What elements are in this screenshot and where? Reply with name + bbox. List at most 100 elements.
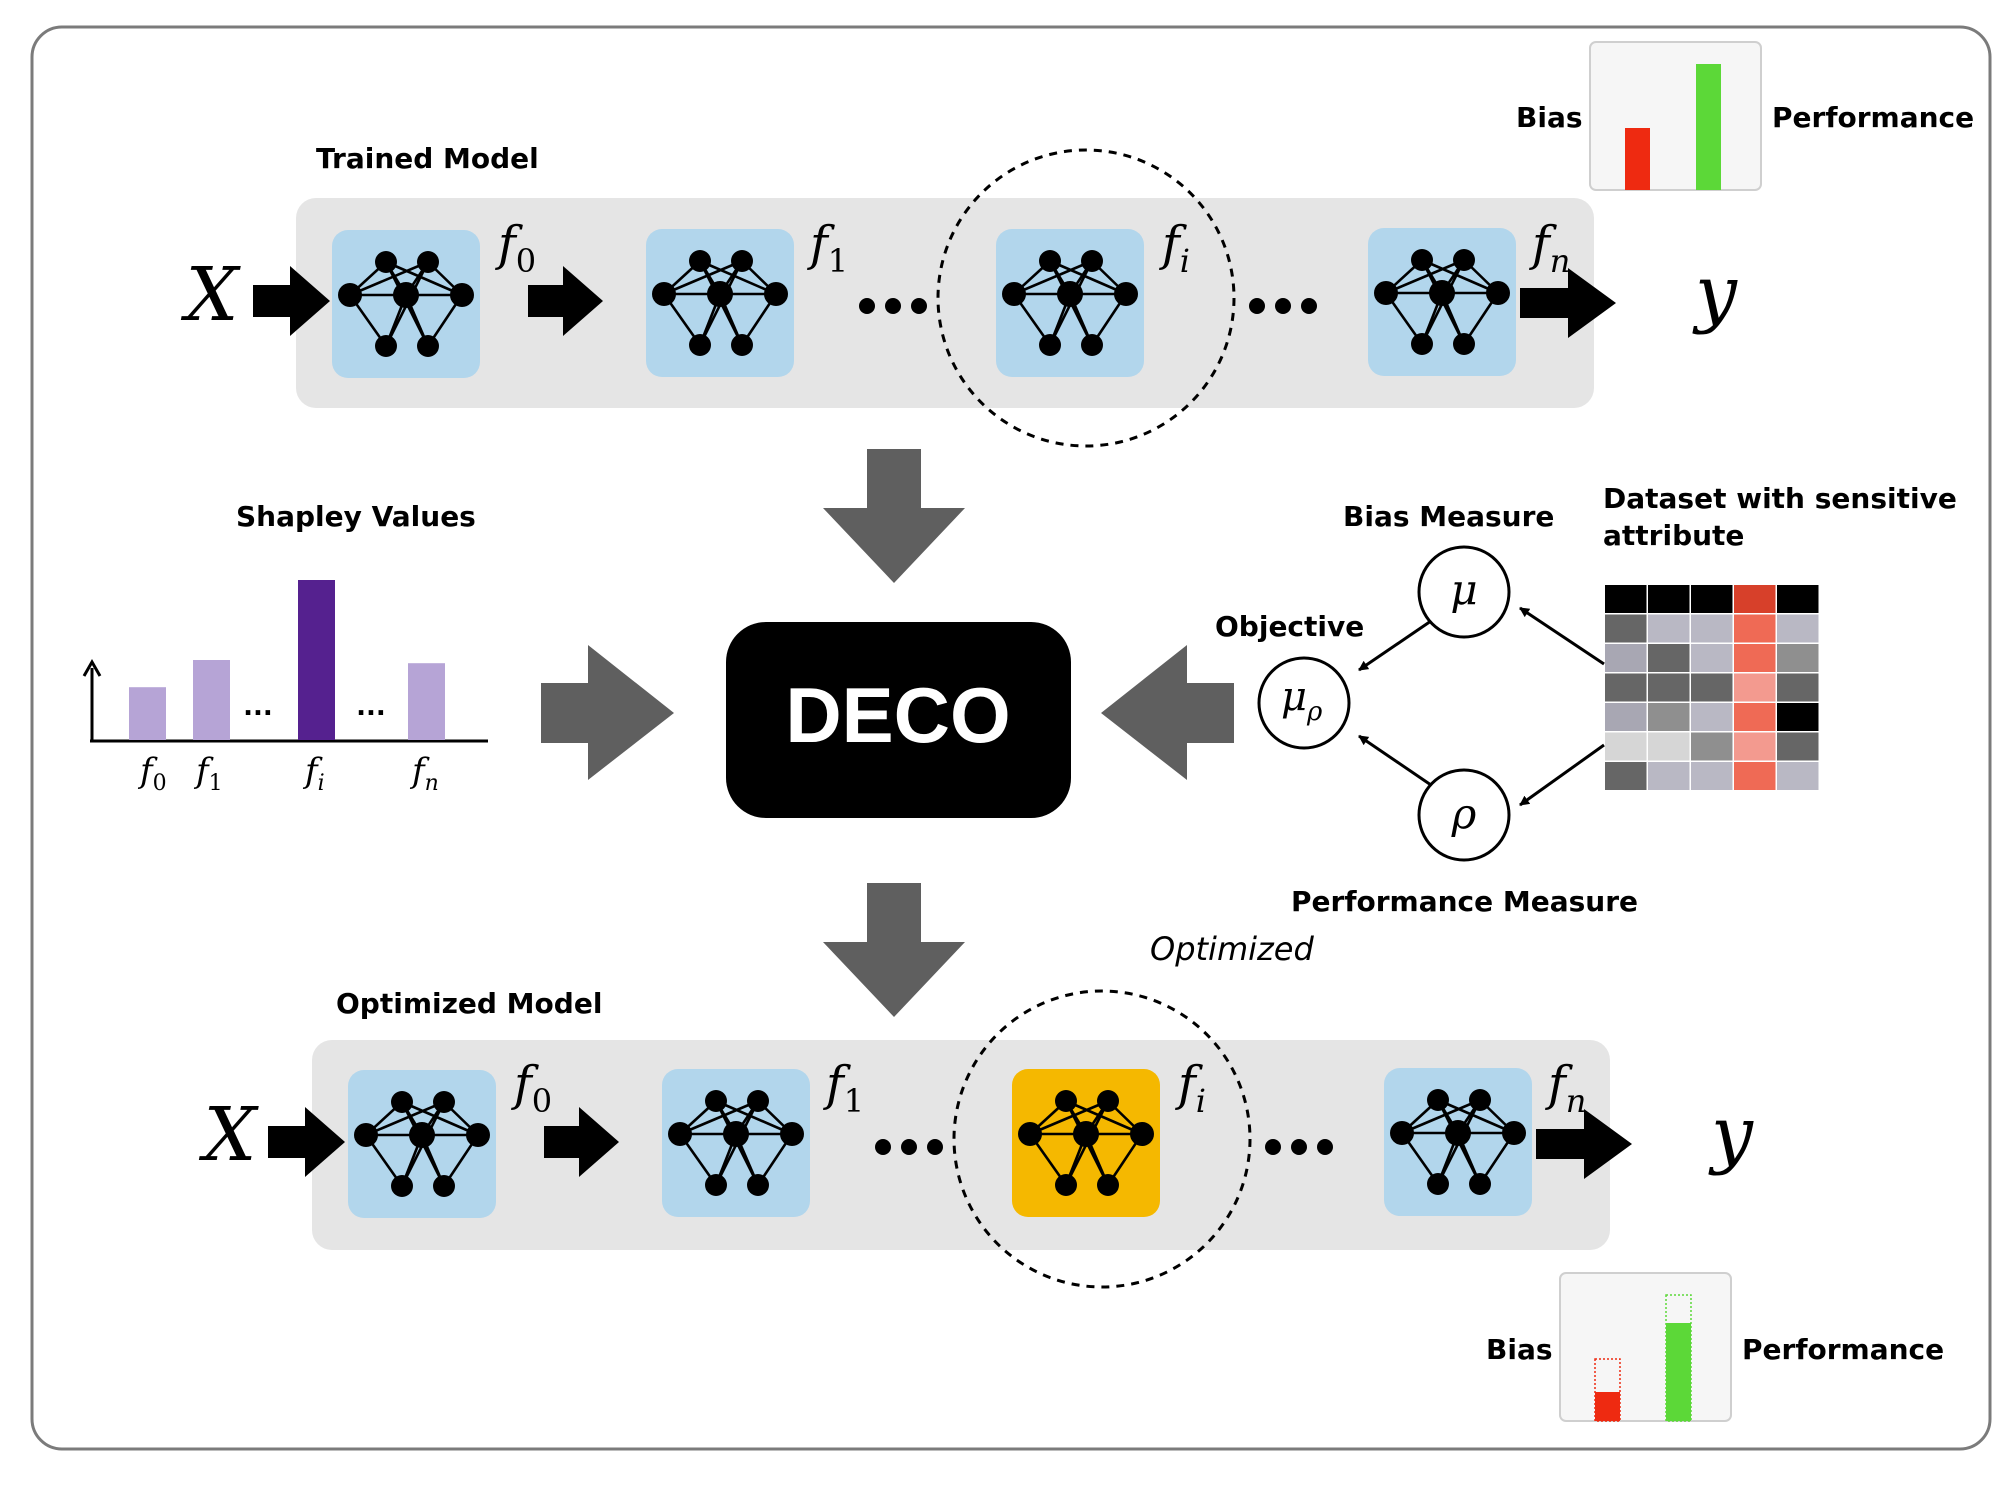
optimized-module-i xyxy=(1012,1069,1160,1217)
trained-module-1 xyxy=(646,229,794,377)
left-arrow-objective xyxy=(1101,645,1234,780)
dataset-cell xyxy=(1777,762,1819,790)
dataset-cell xyxy=(1777,585,1819,613)
dataset-cell xyxy=(1648,703,1690,731)
optimized-ellipsis-2 xyxy=(1265,1139,1333,1155)
trained-highlight-circle xyxy=(936,148,1236,448)
trained-output-y: y xyxy=(1692,250,1738,336)
dataset-cell xyxy=(1734,585,1776,613)
dataset-cell xyxy=(1648,762,1690,790)
optimized-arrow-in xyxy=(268,1107,345,1177)
optimized-module-1 xyxy=(662,1069,810,1217)
optimized-arrow-1 xyxy=(544,1107,619,1177)
dataset-cell xyxy=(1691,732,1733,761)
shapley-bar xyxy=(193,660,230,740)
dataset-title-2: attribute xyxy=(1603,519,1744,552)
dataset-cell xyxy=(1605,762,1647,790)
mu-node: μ xyxy=(1417,545,1511,639)
dataset-cell xyxy=(1691,703,1733,731)
trained-module-n xyxy=(1368,228,1516,376)
shapley-bar xyxy=(129,687,166,740)
dataset-cell xyxy=(1777,644,1819,672)
dataset-cell xyxy=(1648,614,1690,643)
top-metrics-box xyxy=(1589,41,1762,191)
dataset-cell xyxy=(1734,732,1776,761)
shapley-ellipsis-1: ... xyxy=(243,692,273,722)
shapley-bar xyxy=(298,580,335,740)
rho-node: ρ xyxy=(1417,768,1511,862)
dataset-cell xyxy=(1777,614,1819,643)
dataset-cell xyxy=(1648,673,1690,702)
dataset-title-1: Dataset with sensitive xyxy=(1603,482,1957,515)
dataset-cell xyxy=(1777,703,1819,731)
dataset-cell xyxy=(1605,585,1647,613)
trained-arrow-out xyxy=(1520,268,1616,338)
mu-rho-text: μρ xyxy=(1281,674,1323,727)
trained-module-0 xyxy=(332,230,480,378)
top-bias-label: Bias xyxy=(1516,101,1583,134)
dataset-cell xyxy=(1648,585,1690,613)
top-bias-bar xyxy=(1625,128,1650,190)
trained-ellipsis-2 xyxy=(1249,298,1317,314)
svg-text:μ: μ xyxy=(1450,565,1477,614)
optimized-highlight-circle xyxy=(952,989,1252,1289)
trained-module-i xyxy=(996,229,1144,377)
dataset-cell xyxy=(1691,614,1733,643)
bottom-metrics-box xyxy=(1559,1272,1732,1422)
right-arrow-shapley xyxy=(541,645,674,780)
optimized-arrow-out xyxy=(1536,1109,1632,1179)
down-arrow-1 xyxy=(823,449,965,583)
bottom-performance-bar xyxy=(1666,1323,1691,1421)
dataset-cell xyxy=(1691,644,1733,672)
dataset-cell xyxy=(1734,644,1776,672)
shapley-title: Shapley Values xyxy=(236,500,476,533)
optimized-output-y: y xyxy=(1708,1091,1754,1177)
deco-box xyxy=(726,622,1071,818)
down-arrow-2 xyxy=(823,883,965,1017)
optimized-model-title: Optimized Model xyxy=(336,987,602,1020)
bottom-performance-label: Performance xyxy=(1742,1333,1944,1366)
dataset-cell xyxy=(1648,644,1690,672)
objective-label: Objective xyxy=(1215,610,1364,643)
dataset-cell xyxy=(1605,644,1647,672)
dataset-cell xyxy=(1605,732,1647,761)
shapley-bar xyxy=(408,663,445,740)
bottom-bias-previous-outline xyxy=(1594,1358,1621,1422)
shapley-chart: ... ... f0 f1 fi fn xyxy=(82,580,488,796)
dataset-cell xyxy=(1777,732,1819,761)
top-performance-bar xyxy=(1696,64,1721,190)
bottom-bias-bar xyxy=(1595,1392,1620,1421)
dataset-cell xyxy=(1605,703,1647,731)
dataset-cell xyxy=(1777,673,1819,702)
optimized-pipeline-bg xyxy=(312,1040,1610,1250)
optimized-label: Optimized xyxy=(1150,930,1314,968)
objective-edges xyxy=(1358,606,1605,807)
dataset-cell xyxy=(1734,614,1776,643)
trained-pipeline-bg xyxy=(296,198,1594,408)
optimized-fn-label: fn xyxy=(1545,1056,1586,1120)
trained-fn-label: fn xyxy=(1529,216,1570,280)
optimized-module-0 xyxy=(348,1070,496,1218)
dataset-cell xyxy=(1605,673,1647,702)
shapley-ellipsis-2: ... xyxy=(356,692,386,722)
trained-input-x: X xyxy=(181,252,242,338)
trained-arrow-in xyxy=(253,266,330,336)
bias-measure-label: Bias Measure xyxy=(1343,500,1554,533)
dataset-cell xyxy=(1605,614,1647,643)
trained-model-title: Trained Model xyxy=(316,142,539,175)
dataset-cell xyxy=(1734,703,1776,731)
dataset-cell xyxy=(1734,673,1776,702)
performance-measure-label: Performance Measure xyxy=(1291,885,1638,918)
dataset-cell xyxy=(1691,762,1733,790)
dataset-cell xyxy=(1691,673,1733,702)
deco-label: DECO xyxy=(785,671,1010,759)
mu-rho-node: μρ xyxy=(1257,656,1351,750)
optimized-input-x: X xyxy=(199,1092,260,1178)
dataset-cell xyxy=(1734,762,1776,790)
trained-arrow-1 xyxy=(528,266,603,336)
svg-text:ρ: ρ xyxy=(1451,789,1477,838)
dataset-grid xyxy=(1605,585,1819,790)
optimized-ellipsis-1 xyxy=(875,1139,943,1155)
trained-ellipsis-1 xyxy=(859,298,927,314)
